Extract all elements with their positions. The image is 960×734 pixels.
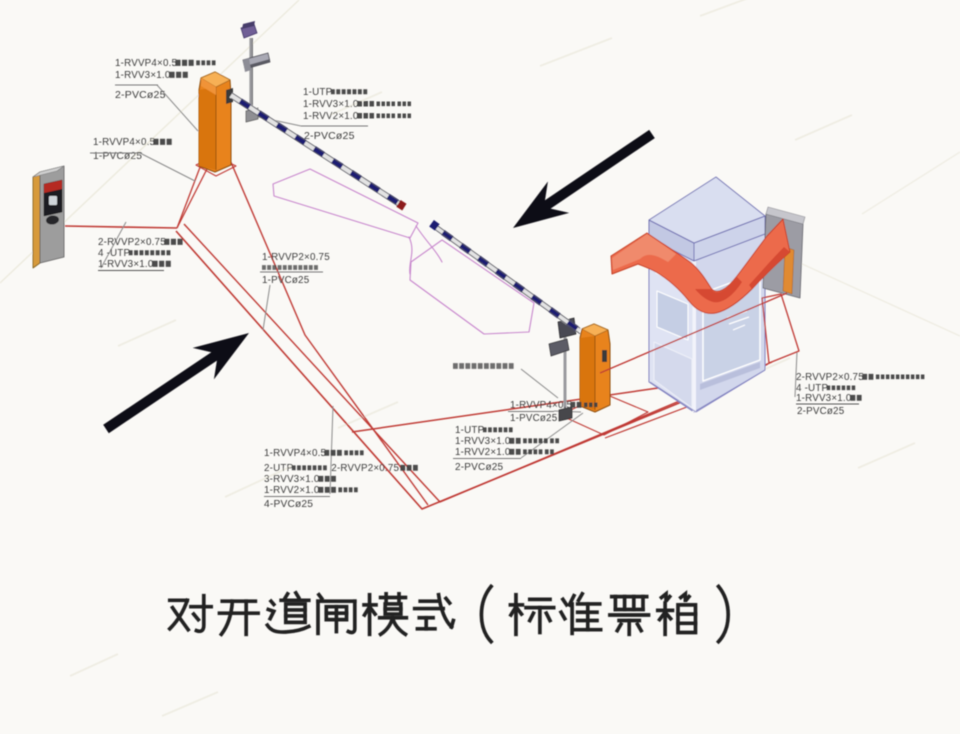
svg-text:1-RVVP4×0.5: 1-RVVP4×0.5 (115, 58, 178, 69)
svg-text:1-RVV3×1.0: 1-RVV3×1.0 (303, 99, 359, 110)
svg-text:1-RVVP4×0.5: 1-RVVP4×0.5 (264, 448, 327, 459)
svg-text:1-RVV2×1.0: 1-RVV2×1.0 (264, 485, 320, 496)
svg-text:2-PVCø25: 2-PVCø25 (455, 462, 504, 473)
svg-text:4-PVCø25: 4-PVCø25 (264, 499, 313, 510)
svg-text:1-PVCø25: 1-PVCø25 (510, 413, 558, 424)
svg-text:1-PVCø25: 1-PVCø25 (262, 275, 310, 286)
svg-text:1-PVCø25: 1-PVCø25 (93, 151, 142, 162)
svg-text:1-RVVP2×0.75: 1-RVVP2×0.75 (262, 252, 330, 263)
svg-text:1-RVVP4×0.5: 1-RVVP4×0.5 (93, 137, 156, 148)
svg-text:4 -UTP: 4 -UTP (98, 248, 130, 259)
svg-text:1-RVV3×1.0: 1-RVV3×1.0 (115, 70, 171, 81)
svg-text:1-RVV3×1.0: 1-RVV3×1.0 (796, 393, 852, 404)
svg-text:4 -UTP: 4 -UTP (796, 383, 828, 394)
svg-text:1-RVVP4×0.5: 1-RVVP4×0.5 (510, 400, 573, 411)
svg-text:1-RVV3×1.0: 1-RVV3×1.0 (455, 436, 511, 447)
svg-text:2-PVCø25: 2-PVCø25 (115, 89, 166, 101)
svg-text:2-RVVP2×0.75: 2-RVVP2×0.75 (331, 463, 399, 474)
svg-text:1-RVV3×1.0: 1-RVV3×1.0 (98, 259, 154, 270)
svg-text:1-RVV2×1.0: 1-RVV2×1.0 (455, 447, 511, 458)
svg-text:2-PVCø25: 2-PVCø25 (797, 406, 845, 417)
svg-text:1-UTP: 1-UTP (455, 425, 485, 436)
svg-text:2-PVCø25: 2-PVCø25 (304, 130, 355, 142)
svg-text:2-RVVP2×0.75: 2-RVVP2×0.75 (796, 372, 864, 383)
svg-text:1-RVV2×1.0: 1-RVV2×1.0 (303, 111, 359, 122)
svg-text:1-UTP: 1-UTP (303, 87, 333, 98)
svg-text:2-RVVP2×0.75: 2-RVVP2×0.75 (98, 237, 166, 248)
svg-text:2-UTP: 2-UTP (264, 463, 294, 474)
svg-text:3-RVV3×1.0: 3-RVV3×1.0 (264, 474, 320, 485)
